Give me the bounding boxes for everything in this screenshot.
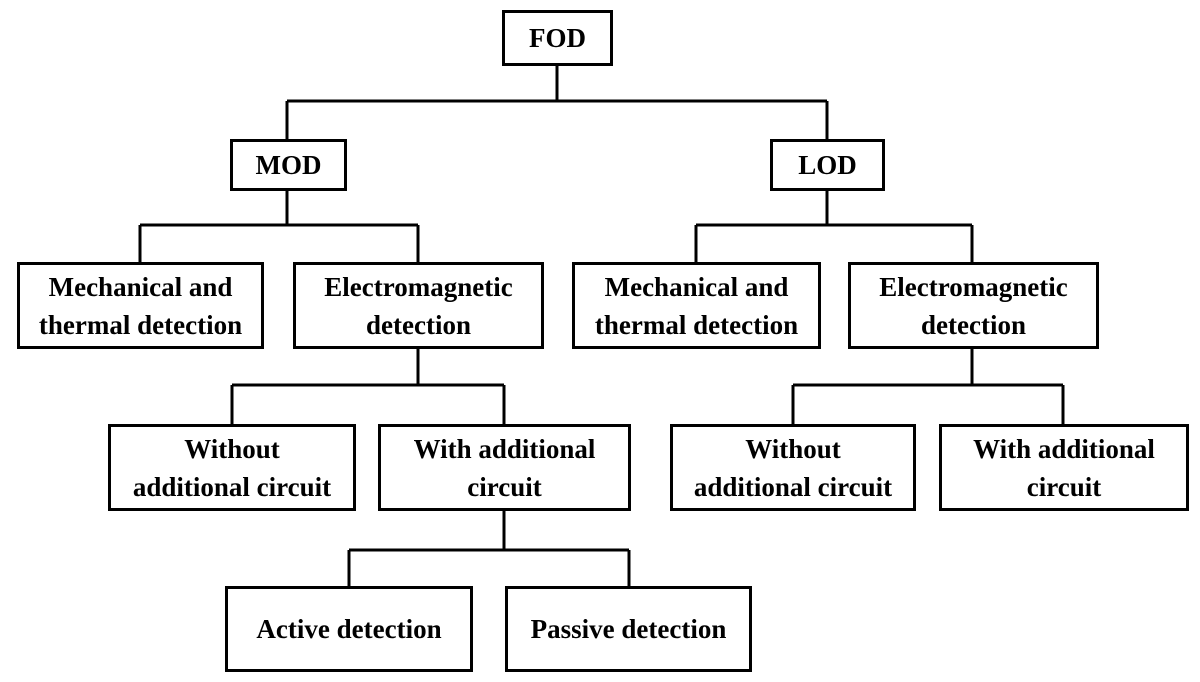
edge-lod-em-to-children bbox=[791, 347, 1065, 425]
node-fod-label: FOD bbox=[529, 23, 586, 53]
node-lod-without-additional-circuit-label: Without additional circuit bbox=[693, 433, 893, 502]
node-lod-electromagnetic-label: Electromagnetic detection bbox=[879, 271, 1068, 340]
node-lod-without-additional-circuit: Without additional circuit bbox=[670, 424, 916, 511]
node-mod-mechanical-thermal-label: Mechanical and thermal detection bbox=[38, 271, 243, 340]
node-mod-with-additional-circuit: With additional circuit bbox=[378, 424, 631, 511]
node-lod-mechanical-thermal: Mechanical and thermal detection bbox=[572, 262, 821, 349]
node-passive-detection: Passive detection bbox=[505, 586, 752, 672]
node-fod: FOD bbox=[502, 10, 613, 66]
node-active-detection-label: Active detection bbox=[256, 614, 442, 644]
edge-fod-to-children bbox=[285, 65, 829, 140]
node-lod-mechanical-thermal-label: Mechanical and thermal detection bbox=[594, 271, 799, 340]
node-lod-electromagnetic: Electromagnetic detection bbox=[848, 262, 1099, 349]
node-mod-without-additional-circuit-label: Without additional circuit bbox=[132, 433, 332, 502]
node-mod-mechanical-thermal: Mechanical and thermal detection bbox=[17, 262, 264, 349]
edge-mod-em-to-children bbox=[230, 347, 506, 425]
node-lod-with-additional-circuit-label: With additional circuit bbox=[973, 433, 1155, 502]
node-mod-electromagnetic-label: Electromagnetic detection bbox=[324, 271, 513, 340]
node-mod-electromagnetic: Electromagnetic detection bbox=[293, 262, 544, 349]
node-mod-label: MOD bbox=[255, 150, 322, 180]
node-lod: LOD bbox=[770, 139, 885, 191]
node-passive-detection-label: Passive detection bbox=[530, 614, 727, 644]
edge-mod-to-children bbox=[138, 189, 420, 263]
node-active-detection: Active detection bbox=[225, 586, 473, 672]
node-mod-without-additional-circuit: Without additional circuit bbox=[108, 424, 356, 511]
node-lod-label: LOD bbox=[798, 150, 857, 180]
node-mod: MOD bbox=[230, 139, 347, 191]
edge-mod-with-to-children bbox=[347, 510, 631, 587]
edge-lod-to-children bbox=[694, 189, 974, 263]
node-mod-with-additional-circuit-label: With additional circuit bbox=[413, 433, 596, 502]
node-lod-with-additional-circuit: With additional circuit bbox=[939, 424, 1189, 511]
